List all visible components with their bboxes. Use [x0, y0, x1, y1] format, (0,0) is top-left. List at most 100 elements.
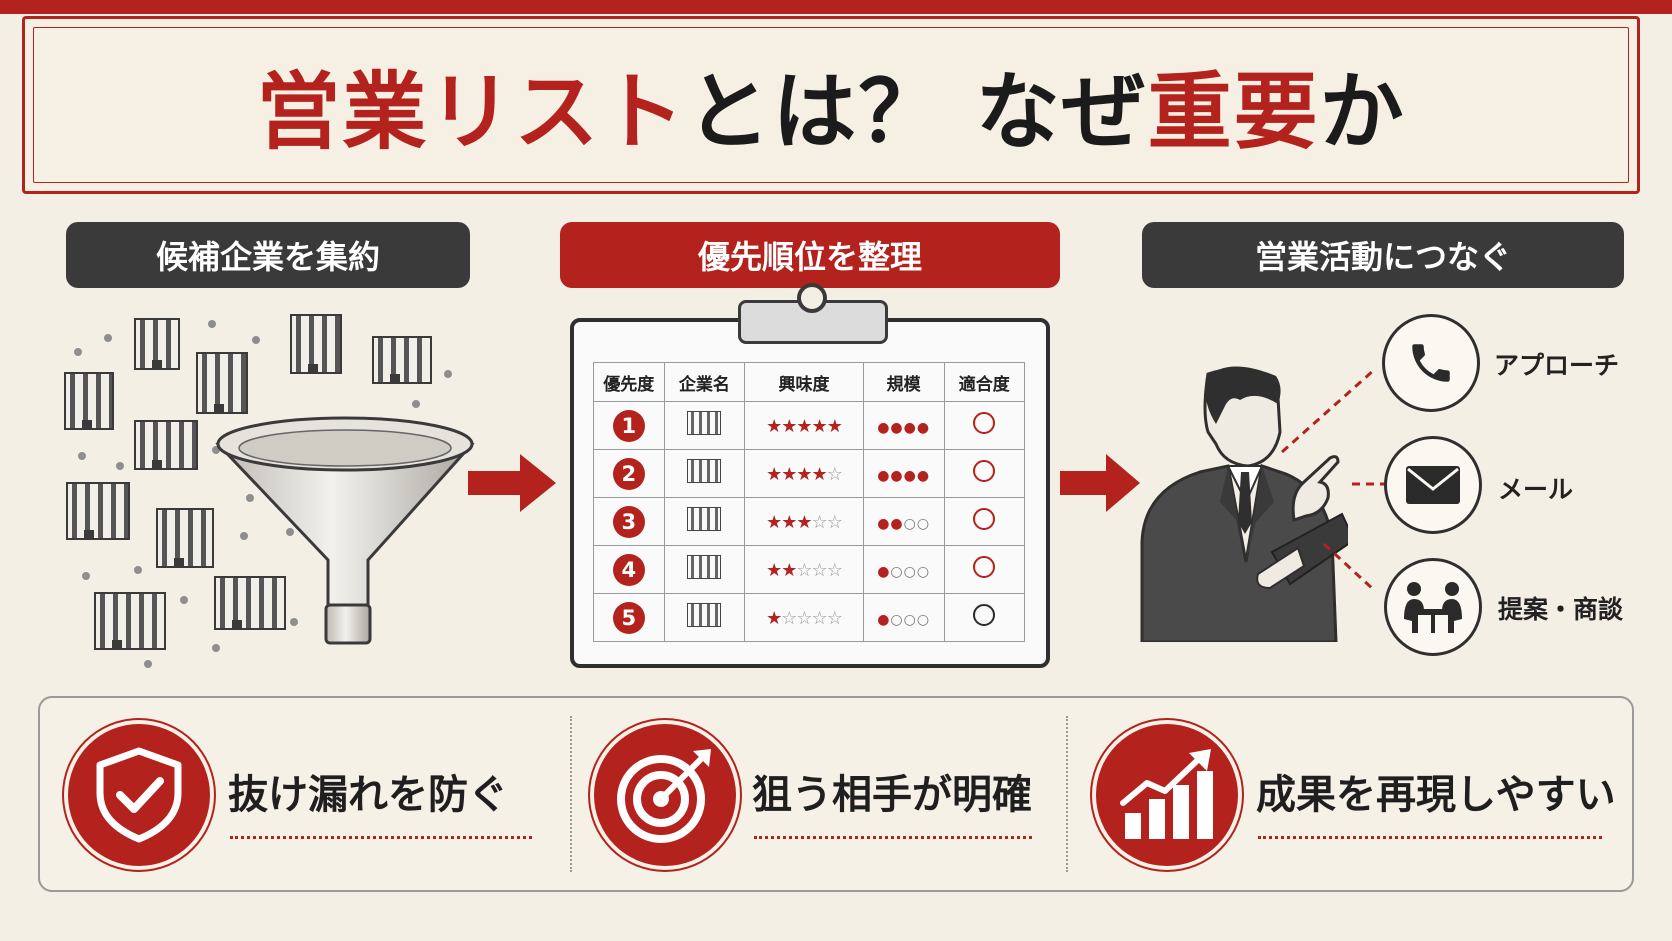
particle-dot [212, 446, 220, 454]
step-pill-prioritize: 優先順位を整理 [560, 222, 1060, 288]
table-row: 3 ★★★☆☆ ●●○○ [593, 497, 1026, 546]
building-icon [134, 420, 198, 470]
dot-empty-icon: ○ [903, 611, 917, 628]
mail-icon [1406, 466, 1460, 504]
dot-filled-icon: ● [877, 563, 891, 580]
title-part-4: か [1319, 61, 1406, 161]
star-filled-icon: ★ [781, 463, 797, 485]
star-empty-icon: ☆ [811, 607, 828, 629]
interest-stars: ★★★★☆ [766, 463, 843, 485]
title-part-1: 営業リスト [256, 61, 687, 161]
channel-meeting [1384, 558, 1482, 656]
benefit-divider [570, 716, 572, 872]
cell-scale: ●●○○ [862, 497, 945, 546]
rank-badge: 1 [612, 409, 645, 442]
cell-scale: ●●●● [862, 401, 945, 450]
benefit-underline [1258, 836, 1602, 839]
building-icon [134, 318, 180, 370]
title-frame: 営業リスト とは？ なぜ 重要 か [22, 16, 1640, 194]
dot-empty-icon: ○ [903, 563, 917, 580]
flow-arrow-right-icon [468, 454, 556, 512]
particle-dot [290, 618, 298, 626]
table-row: 5★☆☆☆☆●○○○ [593, 593, 1026, 642]
scale-dots: ●○○○ [877, 564, 930, 580]
cell-company [663, 497, 746, 546]
star-empty-icon: ☆ [796, 607, 812, 629]
cell-interest: ★☆☆☆☆ [744, 593, 864, 642]
star-filled-icon: ★ [796, 463, 812, 485]
particle-dot [74, 348, 82, 356]
dot-filled-icon: ● [877, 467, 891, 484]
building-icon [66, 482, 130, 540]
column-header-priority: 優先度 [593, 362, 665, 402]
star-empty-icon: ☆ [826, 607, 843, 629]
cell-company [663, 449, 746, 498]
company-building-icon [687, 459, 722, 483]
channel-label-meeting: 提案・商談 [1498, 595, 1624, 624]
cell-priority: 4 [593, 545, 665, 594]
priority-table: 優先度 企業名 興味度 規模 適合度 1★★★★★●●●●2★★★★☆●●●●3… [593, 362, 1026, 642]
rank-badge: 2 [612, 457, 645, 490]
particle-dot [82, 572, 90, 580]
cell-priority: 5 [593, 593, 665, 642]
dot-filled-icon: ● [903, 467, 917, 484]
benefit-icon-shield [68, 724, 210, 866]
column-header-company: 企業名 [663, 362, 746, 402]
dot-empty-icon: ○ [916, 515, 931, 532]
fit-circle-icon [973, 508, 996, 530]
title-part-2: とは？ なぜ [686, 61, 1148, 161]
particle-dot [180, 596, 188, 604]
building-icon [94, 592, 166, 650]
page-title: 営業リスト とは？ なぜ 重要 か [25, 19, 1637, 191]
shield-check-icon [96, 747, 182, 843]
cell-fit [943, 497, 1026, 546]
cell-interest: ★★★★★ [744, 401, 864, 450]
channel-connectors [1281, 368, 1386, 592]
cell-fit [943, 593, 1026, 642]
column-header-fit: 適合度 [943, 362, 1026, 402]
fit-circle-icon [973, 556, 996, 578]
table-row: 2★★★★☆●●●● [593, 449, 1026, 498]
particle-dot [144, 660, 152, 668]
particle-dot [208, 320, 216, 328]
star-empty-icon: ☆ [826, 559, 843, 581]
star-filled-icon: ★ [811, 415, 828, 437]
cell-interest: ★★★☆☆ [744, 497, 864, 546]
table-header-row: 優先度 企業名 興味度 規模 適合度 [593, 362, 1026, 402]
column-header-scale: 規模 [862, 362, 945, 402]
building-icon [64, 372, 114, 430]
step-pill-collect: 候補企業を集約 [66, 222, 470, 288]
star-filled-icon: ★ [781, 559, 797, 581]
star-filled-icon: ★ [766, 559, 782, 581]
table-row: 1 ★★★★★ ●●●● [593, 401, 1026, 450]
cell-scale: ●○○○ [862, 593, 945, 642]
benefit-icon-target [594, 724, 736, 866]
cell-fit [943, 449, 1026, 498]
star-filled-icon: ★ [781, 511, 797, 533]
benefit-label-clear-target: 狙う相手が明確 [752, 771, 1032, 818]
star-filled-icon: ★ [766, 463, 782, 485]
scale-dots: ●●○○ [877, 516, 930, 532]
star-filled-icon: ★ [796, 415, 812, 437]
building-icon [372, 336, 432, 384]
title-frame-inner [33, 27, 1629, 183]
benefits-panel [38, 696, 1634, 892]
dot-empty-icon: ○ [916, 563, 931, 580]
cell-scale: ●○○○ [862, 545, 945, 594]
phone-icon [1412, 344, 1450, 382]
benefit-icon-growth [1096, 724, 1238, 866]
star-filled-icon: ★ [811, 463, 828, 485]
particle-dot [212, 644, 220, 652]
cell-fit [943, 545, 1026, 594]
cell-scale: ●●●● [862, 449, 945, 498]
star-filled-icon: ★ [766, 415, 782, 437]
scale-dots: ●●●● [877, 420, 930, 436]
dot-filled-icon: ● [916, 419, 931, 436]
rank-badge: 3 [612, 505, 645, 538]
interest-stars: ★☆☆☆☆ [766, 607, 843, 629]
particle-dot [246, 494, 254, 502]
funnel-icon [215, 416, 475, 645]
star-filled-icon: ★ [766, 607, 782, 629]
column-header-interest: 興味度 [744, 362, 864, 402]
star-filled-icon: ★ [796, 511, 812, 533]
